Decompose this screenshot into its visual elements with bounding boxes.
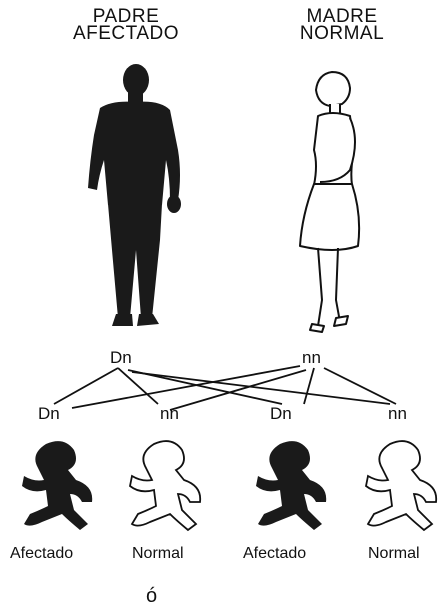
baby-2-figure xyxy=(129,440,202,532)
father-heading-line2: AFECTADO xyxy=(72,23,180,44)
father-figure xyxy=(88,64,181,326)
offspring-4-genotype: nn xyxy=(388,404,407,423)
mother-genotype: nn xyxy=(302,348,321,367)
baby-4-figure xyxy=(365,440,438,532)
father-heading-line1: PADRE xyxy=(92,6,160,27)
baby-1-figure xyxy=(22,441,93,530)
father-genotype: Dn xyxy=(110,348,132,367)
offspring-3-genotype: Dn xyxy=(270,404,292,423)
cross-lines xyxy=(53,365,397,411)
offspring-2-phenotype: Normal xyxy=(132,545,184,562)
offspring-4-phenotype: Normal xyxy=(368,545,420,562)
baby-3-figure xyxy=(256,441,327,530)
offspring-1-phenotype: Afectado xyxy=(10,545,74,562)
mother-heading: MADRE NORMAL xyxy=(272,6,412,44)
mother-heading-line1: MADRE xyxy=(306,6,378,27)
or-conjunction: ó xyxy=(146,585,158,607)
offspring-3-phenotype: Afectado xyxy=(243,545,307,562)
offspring-2-genotype: nn xyxy=(160,404,179,423)
mother-figure xyxy=(299,71,361,333)
mother-heading-line2: NORMAL xyxy=(299,23,385,44)
father-heading: PADRE AFECTADO xyxy=(56,6,196,44)
offspring-1-genotype: Dn xyxy=(38,404,60,423)
